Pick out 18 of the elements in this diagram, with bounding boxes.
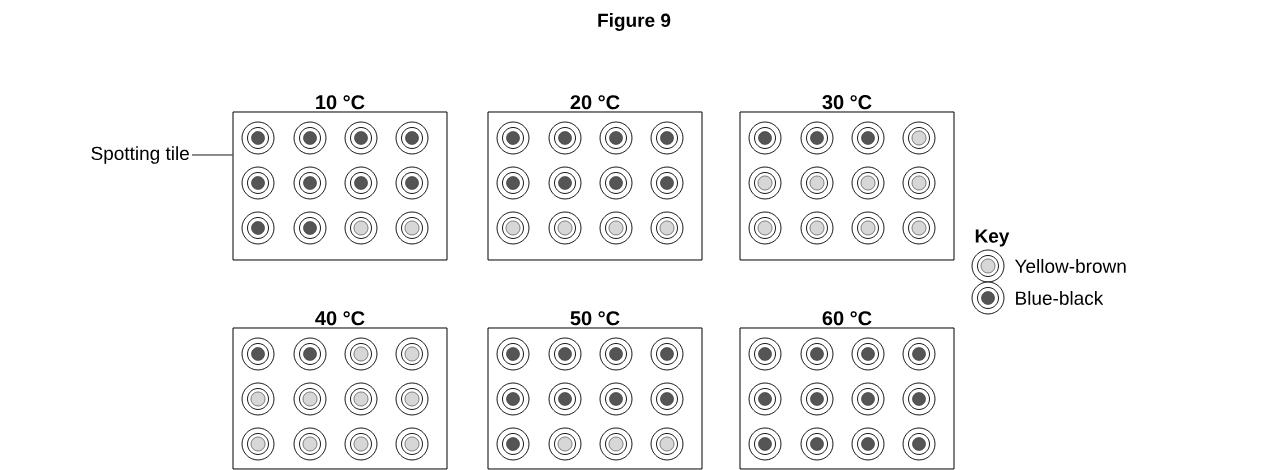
spotting-tile: 50 °C bbox=[487, 311, 703, 470]
part-label: Spotting tile bbox=[91, 146, 189, 164]
key-label: Yellow-brown bbox=[1014, 259, 1126, 273]
leader-line bbox=[191, 154, 233, 156]
spotting-tile: 20 °C bbox=[487, 95, 703, 261]
node-label: 30 °C bbox=[822, 95, 872, 110]
figure-title: Figure 9 bbox=[598, 13, 671, 31]
node-label: 20 °C bbox=[570, 95, 620, 110]
spotting-tile: 10 °C bbox=[232, 95, 448, 261]
node-label: 60 °C bbox=[822, 311, 872, 326]
node-label: 10 °C bbox=[316, 95, 365, 110]
spotting-tile: 30 °C bbox=[739, 95, 955, 261]
node-label: 40 °C bbox=[315, 311, 365, 326]
spotting-tile: 40 °C bbox=[232, 311, 448, 470]
key-heading: Key bbox=[975, 229, 1010, 247]
spotting-tile: 60 °C bbox=[739, 311, 955, 470]
node-label: 50 °C bbox=[570, 311, 620, 326]
key-label: Blue-black bbox=[1016, 291, 1104, 305]
